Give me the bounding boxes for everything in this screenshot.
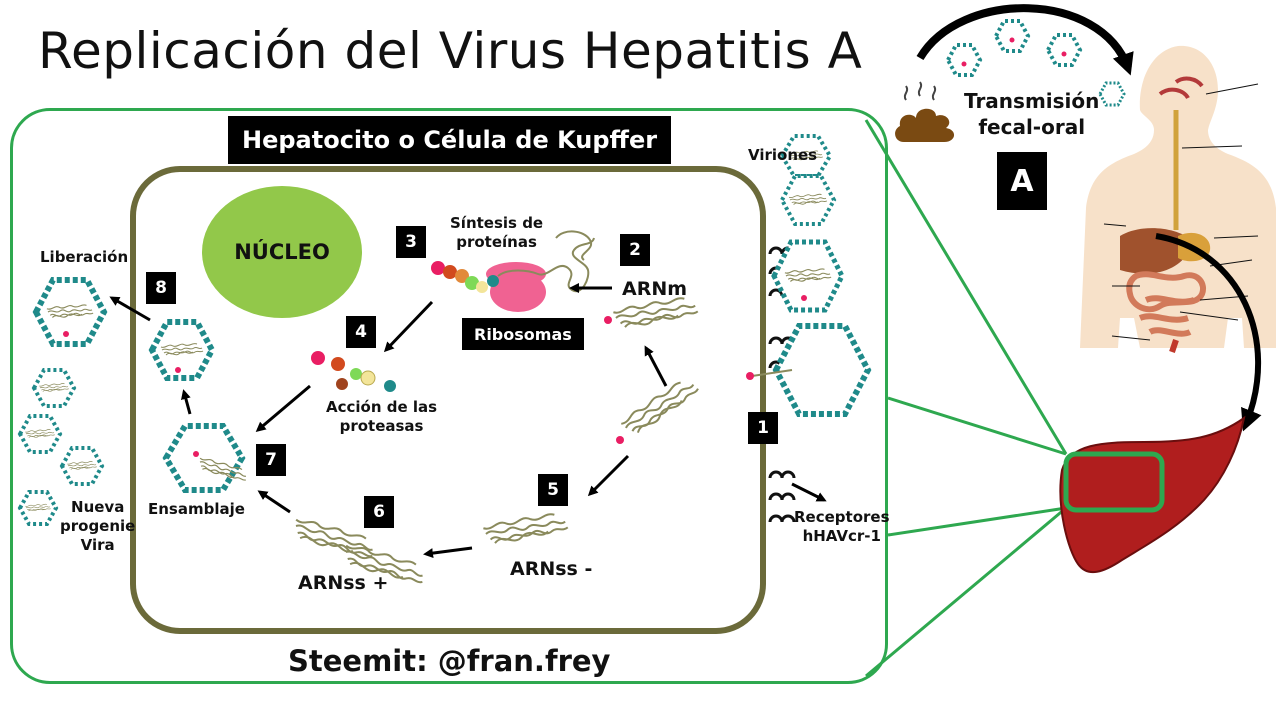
virion-icon [746, 323, 872, 417]
footer-credit: Steemit: @fran.frey [288, 644, 611, 678]
virion-icon [1098, 81, 1126, 107]
transmission-label: Transmisión fecal-oral [964, 88, 1099, 140]
ribosomes-label: Ribosomas [462, 318, 584, 350]
rna-strand-icon [481, 511, 570, 546]
step-6-badge: 6 [364, 496, 394, 528]
virion-icon [945, 43, 983, 77]
new-progeny-line-1: Nueva [71, 498, 125, 516]
process-arrows [109, 283, 827, 559]
new-progeny-line-2: progenie [60, 516, 136, 535]
nucleus: NÚCLEO [202, 186, 362, 318]
transmission-line-2: fecal-oral [978, 115, 1086, 139]
step-5-badge: 5 [538, 474, 568, 506]
step-3-badge: 3 [396, 226, 426, 258]
panel-a-badge: A [997, 152, 1047, 210]
virions-label: Viriones [748, 146, 818, 164]
transmission-arrow [916, 4, 1134, 76]
protease-action-label: Acción de las proteasas [326, 398, 437, 436]
nucleus-label: NÚCLEO [234, 240, 330, 264]
virion-icon [779, 174, 837, 226]
rna-strand-icon [616, 374, 704, 444]
receptors-line-2: hHAVcr-1 [802, 526, 881, 545]
step-7-badge: 7 [256, 444, 286, 476]
release-label: Liberación [40, 248, 129, 266]
protein-synthesis-line-1: Síntesis de [450, 214, 544, 232]
virion-icon [162, 423, 250, 493]
virion-icon [31, 368, 77, 408]
cell-label: Hepatocito o Célula de Kupffer [228, 116, 672, 164]
peptide-chain [431, 261, 499, 293]
receptors-line-1: Receptores [794, 508, 890, 526]
virion-icon [993, 19, 1031, 53]
virion-icon [771, 239, 845, 313]
page-title: Replicación del Virus Hepatitis A [38, 22, 863, 80]
virion-icon [779, 134, 833, 178]
body-to-liver-arrow [1155, 233, 1262, 432]
protease-products [311, 351, 396, 392]
step-2-badge: 2 [620, 234, 650, 266]
ssrna-plus-label: ARNss + [298, 572, 389, 594]
receptors-label: Receptores hHAVcr-1 [794, 508, 890, 546]
new-progeny-line-3: Vira [80, 535, 115, 554]
zoom-lines [864, 119, 1068, 678]
cytoplasm-boundary [130, 166, 766, 634]
virion-icon [1045, 33, 1083, 67]
cell-membrane [10, 108, 888, 684]
virion-icon [17, 414, 63, 454]
mrna-label: ARNm [622, 278, 688, 300]
virion-icon [59, 446, 105, 486]
new-progeny-label: Nueva progenie Vira [60, 498, 135, 554]
step-4-badge: 4 [346, 316, 376, 348]
virion-icon [32, 277, 108, 347]
protease-action-line-2: proteasas [339, 416, 424, 435]
stool-icon [895, 81, 955, 142]
virion-icon [148, 319, 216, 381]
step-1-badge: 1 [748, 412, 778, 444]
ssrna-minus-label: ARNss - [510, 558, 593, 580]
protein-synthesis-label: Síntesis de proteínas [450, 214, 543, 252]
step-8-badge: 8 [146, 272, 176, 304]
virion-icon [17, 490, 59, 526]
rna-strand-icon [604, 295, 700, 330]
protein-synthesis-line-2: proteínas [456, 232, 537, 251]
liver-icon [1059, 415, 1246, 574]
assembly-label: Ensamblaje [148, 500, 245, 518]
protease-action-line-1: Acción de las [326, 398, 438, 416]
transmission-line-1: Transmisión [964, 89, 1100, 113]
